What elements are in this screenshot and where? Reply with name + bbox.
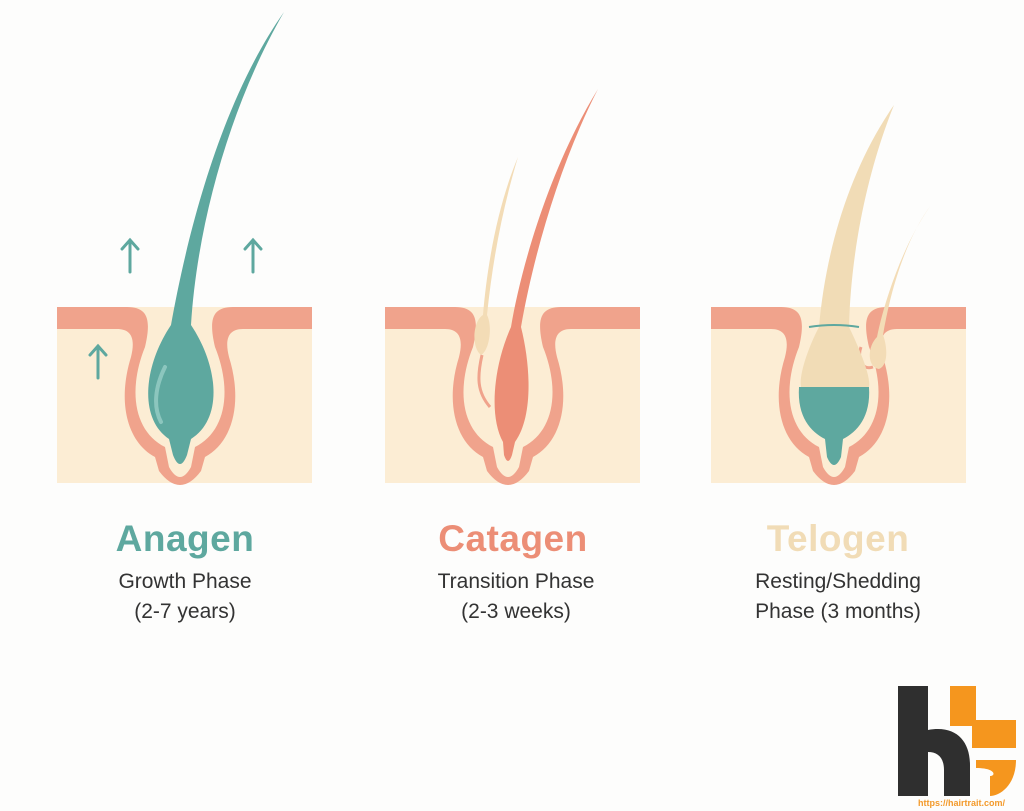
catagen-title: Catagen: [438, 518, 588, 559]
catagen-follicle: [385, 89, 640, 485]
anagen-subtitle-line2: (2-7 years): [134, 600, 236, 623]
anagen-hair: [148, 12, 284, 464]
anagen-follicle: [57, 12, 312, 485]
anagen-subtitle: Growth Phase (2-7 years): [35, 567, 335, 627]
anagen-title: Anagen: [115, 518, 255, 559]
telogen-bulb: [798, 387, 870, 465]
catagen-old-hair: [474, 157, 518, 355]
telogen-hair: [800, 105, 894, 387]
catagen-subtitle-line2: (2-3 weeks): [461, 600, 571, 623]
up-arrow-icon: [88, 237, 263, 380]
catagen-subtitle-line1: Transition Phase: [437, 570, 595, 593]
catagen-subtitle: Transition Phase (2-3 weeks): [366, 567, 666, 627]
telogen-new-hair: [869, 205, 931, 369]
telogen-follicle: [711, 105, 966, 485]
telogen-subtitle-line2: Phase (3 months): [755, 600, 921, 623]
catagen-hair: [494, 89, 598, 461]
telogen-subtitle: Resting/Shedding Phase (3 months): [688, 567, 988, 627]
hairtrait-logo: [898, 686, 1016, 796]
telogen-title: Telogen: [766, 518, 910, 559]
telogen-subtitle-line1: Resting/Shedding: [755, 570, 921, 593]
anagen-subtitle-line1: Growth Phase: [118, 570, 252, 593]
logo-url: https://hairtrait.com/: [918, 798, 1006, 808]
